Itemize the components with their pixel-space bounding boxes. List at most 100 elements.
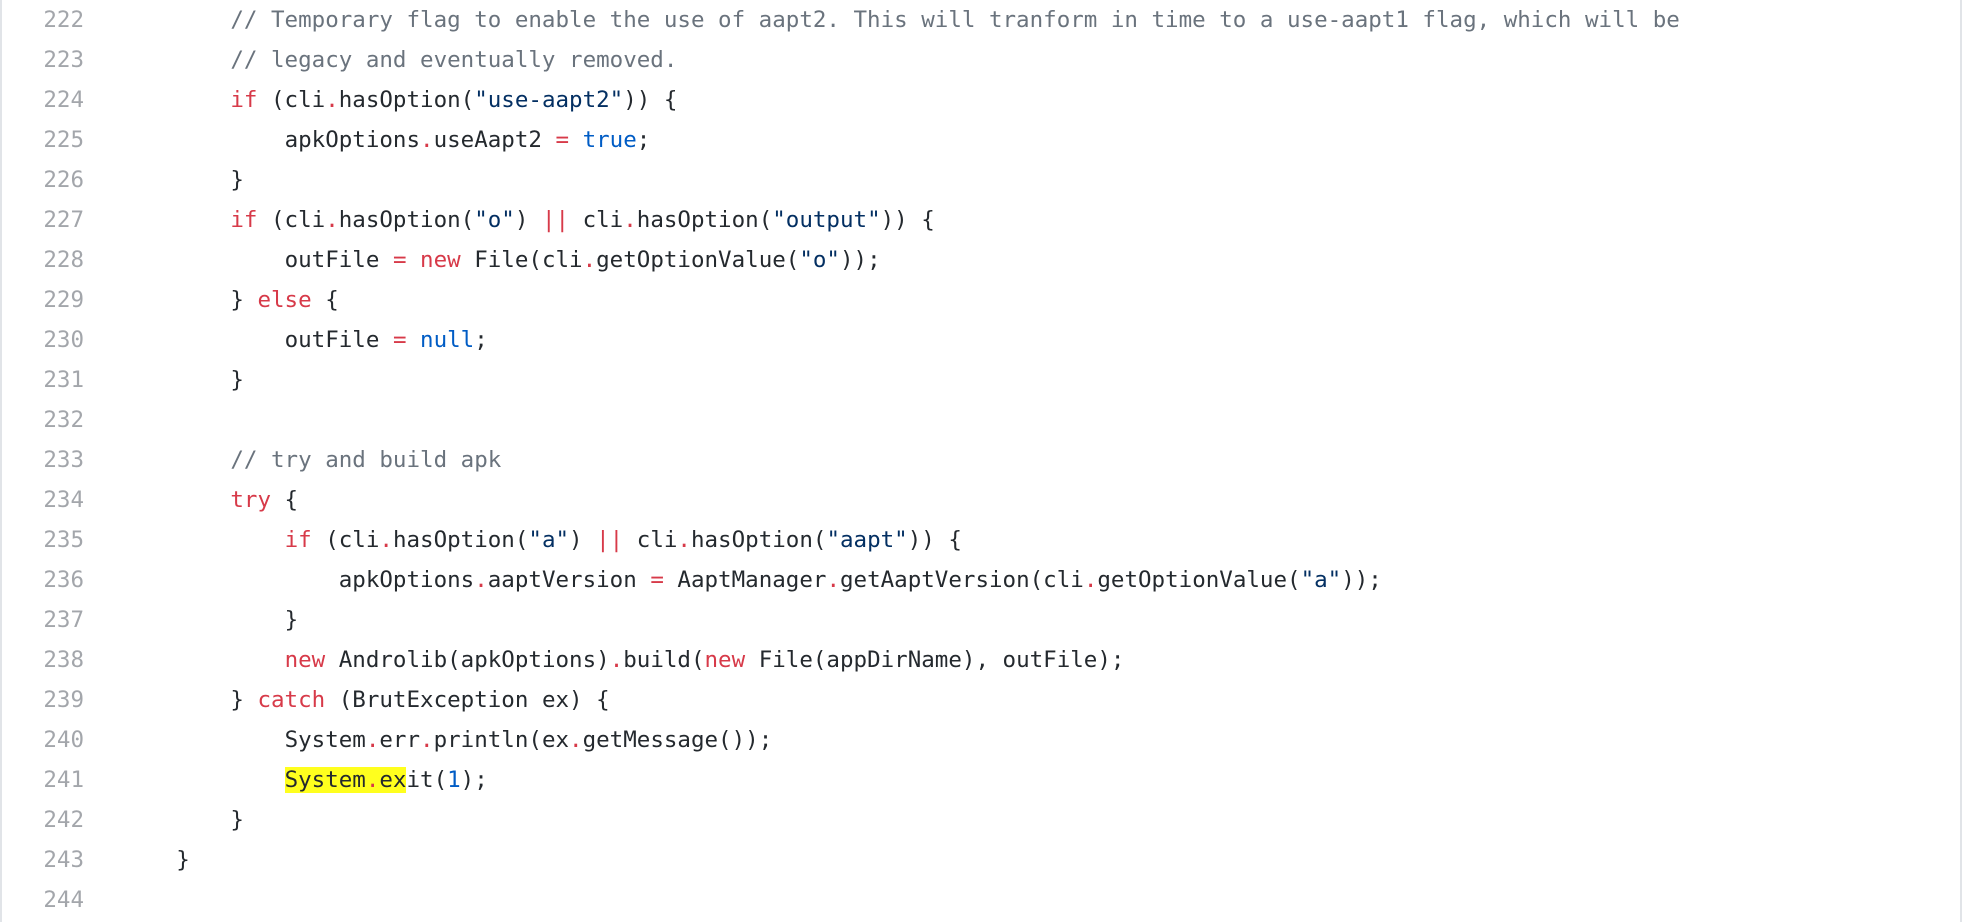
line-number[interactable]: 222	[43, 7, 84, 33]
indent	[122, 7, 230, 33]
code-token: ||	[541, 207, 570, 233]
code-token: .	[325, 87, 339, 113]
code-token: println(ex	[433, 727, 570, 753]
line-code: // legacy and eventually removed.	[84, 47, 1960, 73]
line-number[interactable]: 241	[43, 767, 84, 793]
line-number[interactable]: 230	[43, 327, 84, 353]
code-token: }	[176, 847, 190, 873]
line-number[interactable]: 237	[43, 607, 84, 633]
line-number[interactable]: 231	[43, 367, 84, 393]
line-number[interactable]: 223	[43, 47, 84, 73]
code-token: "o"	[474, 207, 515, 233]
code-token: // Temporary flag to enable the use of a…	[230, 7, 1680, 33]
code-token: new	[284, 647, 326, 673]
indent	[122, 607, 285, 633]
code-line: 228 outFile = new File(cli.getOptionValu…	[2, 240, 1960, 280]
code-line: 239 } catch (BrutException ex) {	[2, 680, 1960, 720]
indent	[122, 487, 230, 513]
code-token: }	[230, 807, 244, 833]
code-token: .	[569, 727, 583, 753]
line-code: apkOptions.useAapt2 = true;	[84, 127, 1960, 153]
search-highlight-token: ex	[379, 767, 407, 793]
code-token: "output"	[772, 207, 881, 233]
code-token: .	[365, 727, 380, 753]
code-token: hasOption(	[338, 207, 475, 233]
code-line: 240 System.err.println(ex.getMessage());	[2, 720, 1960, 760]
code-token: // try and build apk	[230, 447, 502, 473]
line-number[interactable]: 226	[43, 167, 84, 193]
line-code: new Androlib(apkOptions).build(new File(…	[84, 647, 1960, 673]
line-code: }	[84, 847, 1960, 873]
code-token: if	[230, 207, 258, 233]
code-line: 243 }	[2, 840, 1960, 880]
indent	[122, 847, 176, 873]
code-token: try	[230, 487, 272, 513]
line-number[interactable]: 236	[43, 567, 84, 593]
line-number[interactable]: 232	[43, 407, 84, 433]
line-number[interactable]: 225	[43, 127, 84, 153]
code-token: File(appDirName), outFile);	[745, 647, 1125, 673]
code-token: cli	[623, 527, 678, 553]
code-line: 234 try {	[2, 480, 1960, 520]
line-number[interactable]: 243	[43, 847, 84, 873]
indent	[122, 567, 339, 593]
code-token: (cli	[257, 87, 326, 113]
line-number[interactable]: 239	[43, 687, 84, 713]
indent	[122, 47, 230, 73]
line-code: if (cli.hasOption("o") || cli.hasOption(…	[84, 207, 1960, 233]
code-token: (BrutException ex) {	[325, 687, 610, 713]
code-token: "a"	[1300, 567, 1342, 593]
line-number[interactable]: 227	[43, 207, 84, 233]
code-line: 241 System.exit(1);	[2, 760, 1960, 800]
code-token: new	[704, 647, 746, 673]
code-token: System	[284, 727, 366, 753]
code-token: }	[230, 167, 244, 193]
indent	[122, 647, 285, 673]
line-number[interactable]: 238	[43, 647, 84, 673]
line-number[interactable]: 235	[43, 527, 84, 553]
line-number[interactable]: 224	[43, 87, 84, 113]
code-token: .	[677, 527, 691, 553]
code-token: .	[826, 567, 840, 593]
code-token: hasOption(	[338, 87, 475, 113]
code-token: "o"	[799, 247, 840, 273]
indent	[122, 527, 285, 553]
code-token: aaptVersion	[487, 567, 651, 593]
code-line: 227 if (cli.hasOption("o") || cli.hasOpt…	[2, 200, 1960, 240]
code-token	[406, 327, 420, 353]
code-line: 224 if (cli.hasOption("use-aapt2")) {	[2, 80, 1960, 120]
line-code: } catch (BrutException ex) {	[84, 687, 1960, 713]
code-token: (cli	[257, 207, 326, 233]
line-number[interactable]: 244	[43, 887, 84, 913]
line-code: // Temporary flag to enable the use of a…	[84, 7, 1960, 33]
code-token: null	[420, 327, 475, 353]
code-token: "aapt"	[826, 527, 908, 553]
line-code: }	[84, 367, 1960, 393]
code-token	[569, 127, 583, 153]
code-line: 238 new Androlib(apkOptions).build(new F…	[2, 640, 1960, 680]
code-line: 237 }	[2, 600, 1960, 640]
code-token: ;	[636, 127, 651, 153]
code-token: }	[230, 687, 258, 713]
code-token: .	[1083, 567, 1098, 593]
line-number[interactable]: 229	[43, 287, 84, 313]
code-line: 244	[2, 880, 1960, 920]
line-number[interactable]: 242	[43, 807, 84, 833]
code-token: .	[582, 247, 597, 273]
code-line: 223 // legacy and eventually removed.	[2, 40, 1960, 80]
line-number[interactable]: 240	[43, 727, 84, 753]
line-code: System.exit(1);	[84, 767, 1960, 793]
code-line: 229 } else {	[2, 280, 1960, 320]
indent	[122, 727, 285, 753]
line-code: // try and build apk	[84, 447, 1960, 473]
code-token: hasOption(	[690, 527, 827, 553]
code-token: build(	[623, 647, 705, 673]
line-number[interactable]: 234	[43, 487, 84, 513]
code-token: new	[420, 247, 461, 273]
line-number[interactable]: 233	[43, 447, 84, 473]
code-token: .	[623, 207, 637, 233]
line-code: if (cli.hasOption("a") || cli.hasOption(…	[84, 527, 1960, 553]
code-line: 233 // try and build apk	[2, 440, 1960, 480]
line-number[interactable]: 228	[43, 247, 84, 273]
